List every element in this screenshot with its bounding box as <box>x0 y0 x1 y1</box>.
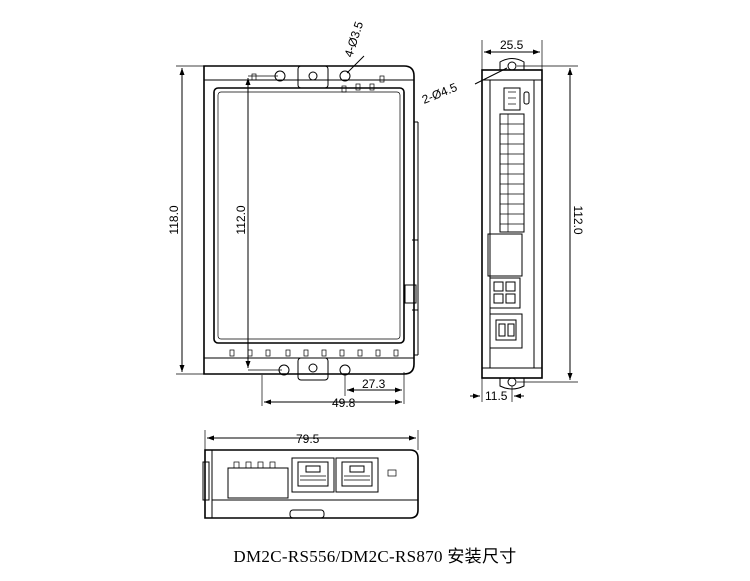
drawing-caption: DM2C-RS556/DM2C-RS870 安装尺寸 <box>233 547 517 566</box>
dim-side-width: 25.5 <box>500 38 524 52</box>
dim-front-hole-spacing: 27.3 <box>362 377 386 391</box>
dim-front-width: 49.8 <box>332 396 356 410</box>
rj45-port-1 <box>291 457 335 493</box>
dim-front-height-outer: 118.0 <box>167 205 181 234</box>
dim-bottom-width: 79.5 <box>296 432 320 446</box>
front-view: 118.0 112.0 4-Ø3.5 27.3 49.8 <box>167 19 419 410</box>
dim-front-holes: 4-Ø3.5 <box>342 19 367 59</box>
dim-side-offset: 11.5 <box>485 389 508 403</box>
dim-side-height: 112.0 <box>571 205 585 234</box>
side-view: 25.5 2-Ø4.5 112.0 11.5 <box>420 38 585 403</box>
rj45-port-2 <box>335 457 379 493</box>
dim-side-holes: 2-Ø4.5 <box>420 80 460 107</box>
bottom-view: 79.5 <box>202 430 419 519</box>
dim-front-height-inner: 112.0 <box>234 205 248 234</box>
